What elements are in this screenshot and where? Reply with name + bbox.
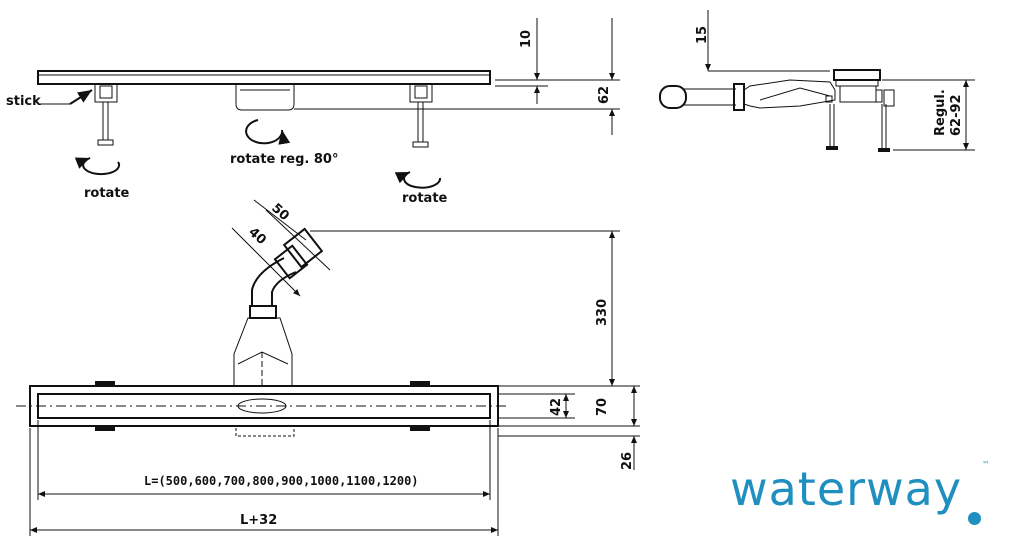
brand-name: waterway: [730, 462, 963, 516]
label-regul-range: 62-92: [949, 94, 964, 136]
rotate-arrow-middle: [245, 119, 291, 145]
stick-leader: [40, 89, 93, 105]
dim-vertical-right: [310, 230, 640, 470]
label-stick: stick: [6, 94, 41, 109]
cross-section: [659, 69, 890, 152]
dim-label-70: 70: [595, 398, 610, 416]
dim-label-length-options: L=(500,600,700,800,900,1000,1100,1200): [144, 474, 419, 488]
dim-label-length-total: L+32: [240, 513, 277, 528]
side-view-drain: [37, 70, 491, 148]
dim-label-62: 62: [597, 86, 612, 104]
dim-label-15: 15: [695, 26, 710, 44]
brand-trademark: ™: [982, 460, 990, 469]
brand-dot-icon: [968, 512, 981, 525]
brand-logo: waterway ™: [730, 460, 1000, 532]
label-rotate-reg: rotate reg. 80°: [230, 152, 338, 167]
plan-view-drain: [16, 227, 508, 437]
dim-label-42: 42: [549, 398, 564, 416]
rotate-arrow-left: [74, 157, 121, 176]
dim-10-62: [294, 18, 620, 135]
dim-label-10: 10: [519, 30, 534, 48]
dim-label-26: 26: [620, 452, 635, 470]
dim-pipe-50-40: [231, 199, 331, 297]
dim-15-regul: [705, 10, 975, 151]
dim-label-330: 330: [595, 299, 610, 326]
label-rotate-left: rotate: [84, 186, 130, 201]
label-regul: Regul.: [933, 89, 948, 136]
dim-horizontal-length: [29, 420, 499, 536]
label-rotate-right: rotate: [402, 191, 448, 206]
rotate-arrow-right: [394, 171, 442, 189]
dim-label-50: 50: [268, 201, 291, 224]
